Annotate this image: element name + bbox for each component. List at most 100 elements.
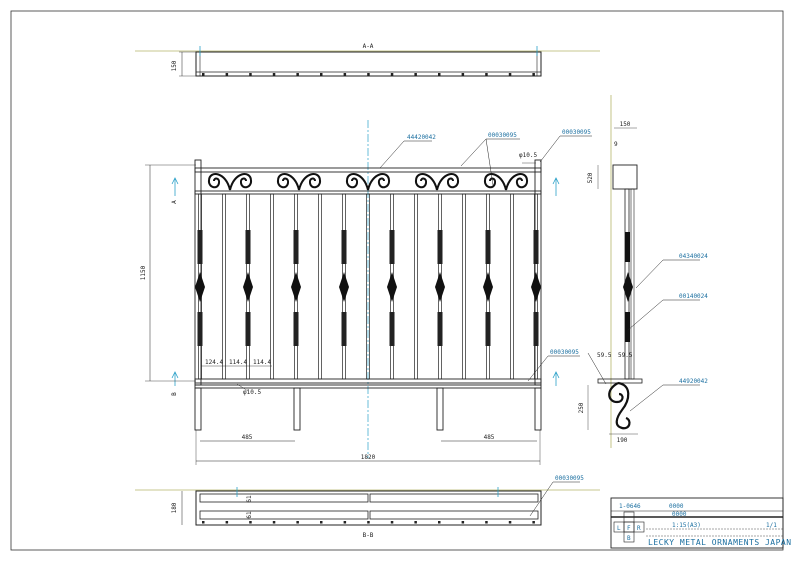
plain-baluster — [222, 193, 226, 380]
scale-value: 0000 — [672, 511, 687, 518]
part-label-top-rail: 44420042 — [407, 134, 436, 141]
part-label-post-cap: 00030095 — [562, 129, 591, 136]
section-label-a-a: A-A — [363, 43, 374, 50]
part-label-base-rail: 00030095 — [550, 349, 579, 356]
dim-side-small: 9 — [614, 141, 618, 148]
plan-bolt-mark — [390, 73, 394, 76]
dim-spacing-3: 114.4 — [253, 359, 271, 366]
plan-bolt-mark — [414, 521, 417, 524]
plan-bolt-mark — [508, 521, 512, 524]
projection-bottom: B — [627, 535, 631, 542]
plan-bolt-mark — [461, 521, 465, 524]
name-value: 0000 — [669, 503, 684, 510]
twisted-baluster — [435, 193, 445, 380]
plan-bolt-mark — [296, 521, 299, 524]
plan-bolt-mark — [508, 73, 512, 76]
sheet-number: 1/1 — [766, 522, 777, 529]
c-scroll-pair — [207, 173, 253, 191]
part-label-side-bar: 00140024 — [679, 293, 708, 300]
plan-bolt-mark — [202, 73, 205, 76]
plan-bolt-mark — [414, 73, 417, 76]
plan-bolt-mark — [343, 521, 347, 524]
side-view: 150 9 520 59.5 59.5 250 190 04340024 001… — [578, 95, 708, 448]
twisted-baluster — [291, 193, 301, 380]
dim-hole-top: φ10.5 — [519, 152, 537, 159]
plan-bolt-mark — [367, 521, 370, 524]
plain-baluster — [318, 193, 322, 380]
dim-plan-2: 61 — [246, 511, 253, 519]
side-knot — [623, 272, 633, 302]
plan-bolt-mark — [296, 73, 299, 76]
c-scroll-pair — [276, 173, 322, 191]
twisted-baluster — [483, 193, 493, 380]
plan-bolt-mark — [343, 73, 347, 76]
dim-leg-right: 485 — [484, 434, 495, 441]
plan-bolt-mark — [485, 73, 488, 76]
plan-bolt-mark — [532, 73, 535, 76]
plain-baluster — [510, 193, 514, 380]
dim-side-lower-height: 250 — [578, 402, 585, 413]
plan-bolt-mark — [249, 521, 252, 524]
twisted-baluster — [339, 193, 349, 380]
dim-side-bottom-2: 59.5 — [618, 352, 633, 359]
drawing-number: 1-0646 — [619, 503, 641, 510]
projection-left: L — [617, 525, 621, 532]
plain-baluster — [462, 193, 466, 380]
dim-plan-height: 180 — [171, 502, 178, 513]
c-scroll-pair — [414, 173, 460, 191]
side-twist — [625, 232, 630, 262]
part-label-plan-rail: 00030095 — [555, 475, 584, 482]
twisted-baluster — [195, 193, 205, 380]
dim-total-width: 1820 — [361, 454, 376, 461]
plan-bolt-mark — [272, 521, 276, 524]
plan-bolt-mark — [320, 521, 323, 524]
twisted-baluster — [243, 193, 253, 380]
front-elevation: A B 1150 124.4 114.4 114.4 φ10.5 φ10.5 4… — [140, 120, 592, 465]
dim-side-bottom-width: 190 — [617, 437, 628, 444]
projection-front: F — [627, 525, 631, 532]
plan-bolt-mark — [225, 73, 229, 76]
plan-bolt-mark — [249, 73, 252, 76]
part-label-side-scroll: 44920042 — [679, 378, 708, 385]
projection-right: R — [637, 525, 641, 532]
section-mark-b-left: B — [171, 392, 178, 396]
dim-side-bracket: 520 — [587, 172, 594, 183]
plan-bolt-mark — [225, 521, 229, 524]
scale-label: 1:15(A3) — [672, 522, 701, 529]
part-label-side-finial: 04340024 — [679, 253, 708, 260]
c-scroll-pair — [345, 173, 391, 191]
twisted-baluster — [531, 193, 541, 380]
plain-baluster — [414, 193, 418, 380]
title-block: L F R B 1-0646 0000 0000 1:15(A3) 1/1 LE… — [610, 497, 792, 549]
part-label-scroll: 00030095 — [488, 132, 517, 139]
section-label-b-b: B-B — [363, 532, 374, 539]
plan-bolt-mark — [202, 521, 205, 524]
plan-bolt-mark — [532, 521, 535, 524]
sheet-border — [10, 10, 784, 551]
plan-view-bottom: 180 61 61 B-B 00030095 — [135, 475, 600, 539]
plan-bolt-mark — [390, 521, 394, 524]
side-twist — [625, 312, 630, 342]
dim-leg-left: 485 — [242, 434, 253, 441]
plan-bolt-mark — [367, 73, 370, 76]
plan-bolt-mark — [438, 73, 441, 76]
twisted-baluster — [387, 193, 397, 380]
dim-side-bottom-1: 59.5 — [597, 352, 612, 359]
plan-bolt-mark — [485, 521, 488, 524]
company-name: LECKY METAL ORNAMENTS JAPAN — [648, 538, 792, 547]
section-mark-a-left: A — [171, 200, 178, 204]
plan-bolt-mark — [438, 521, 441, 524]
dim-front-height: 1150 — [140, 265, 147, 280]
dim-spacing-1: 124.4 — [205, 359, 223, 366]
plan-bolt-mark — [272, 73, 276, 76]
dim-plan-1: 61 — [246, 495, 253, 503]
c-scroll-pair — [483, 173, 529, 191]
plan-bolt-mark — [320, 73, 323, 76]
plain-baluster — [270, 193, 274, 380]
dim-hole-bottom: φ10.5 — [243, 389, 261, 396]
plan-bolt-mark — [461, 73, 465, 76]
dim-side-top-width: 150 — [620, 121, 631, 128]
dim-top-height: 150 — [171, 60, 178, 71]
